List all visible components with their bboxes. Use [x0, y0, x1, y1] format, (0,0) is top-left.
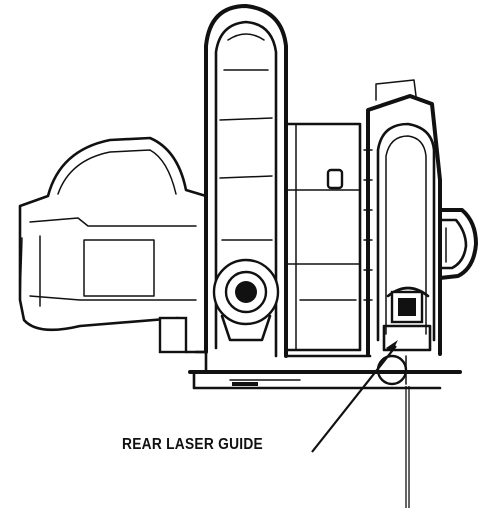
- main-handle: [204, 4, 288, 358]
- laser-beam: [405, 386, 410, 508]
- side-knob: [438, 208, 478, 280]
- laser-module: [376, 290, 432, 386]
- motor-housing: [18, 136, 208, 354]
- rear-laser-guide-label: REAR LASER GUIDE: [122, 436, 263, 453]
- callout-leader: [311, 340, 398, 453]
- arbor-nut: [212, 258, 280, 342]
- gear-housing: [284, 122, 362, 352]
- base-plate: [188, 350, 462, 390]
